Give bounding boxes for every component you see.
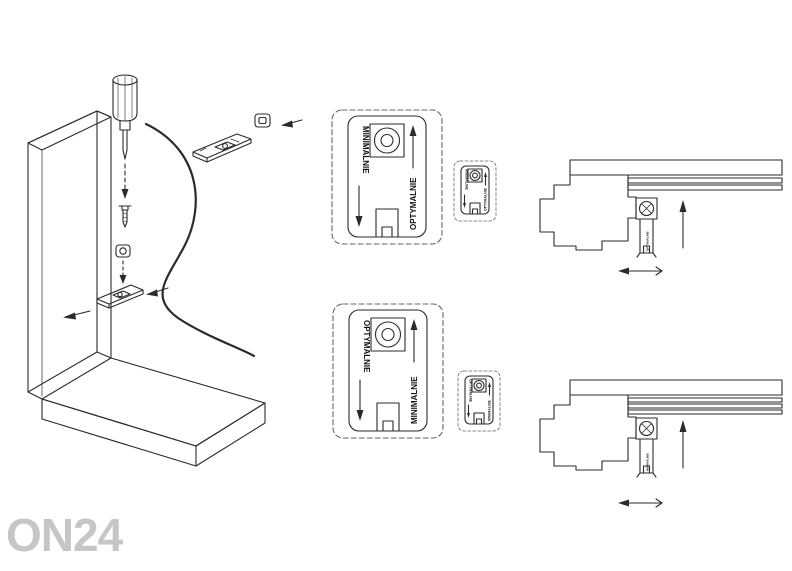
bracket-section-label: OPTYMALNIE	[646, 231, 650, 251]
frame-profile	[539, 394, 637, 471]
bracket-left-label: OPTYMALNIE	[469, 379, 473, 403]
direction-arrow-up	[679, 200, 687, 249]
bracket-detail-top: MINIMALNIE OPTYMALNIE	[331, 109, 443, 245]
insert-direction-dashed-arrow	[121, 163, 129, 199]
bracket-right-label: OPTYMALNIE	[484, 187, 488, 211]
connector-clip-installed	[96, 284, 144, 309]
bracket-section-label: MINIMALNIE	[646, 453, 650, 471]
arrow-up-right	[409, 125, 417, 169]
bracket-right-label: MINIMALNIE	[488, 400, 492, 421]
arrow-in-right	[146, 287, 169, 297]
arrow-to-nut	[281, 119, 303, 128]
bracket-left-label: MINIMALNIE	[465, 169, 469, 190]
installed-bracket: OPTYMALNIE	[635, 197, 658, 258]
nut-piece	[115, 244, 131, 258]
bracket-right-label: OPTYMALNIE	[409, 177, 418, 230]
frame-profile	[539, 174, 637, 251]
screw	[118, 205, 132, 228]
bracket-detail-bottom: OPTYMALNIE MINIMALNIE	[332, 303, 444, 439]
nut-dashed-arrow	[119, 260, 127, 284]
cabinet-side-panel	[27, 110, 112, 397]
screwdriver	[112, 74, 138, 160]
cabinet-bottom-panel	[27, 357, 266, 467]
bracket-detail-top-small: MINIMALNIE OPTYMALNIE	[453, 160, 497, 222]
connector-clip-floating	[192, 133, 252, 163]
direction-arrow-left	[618, 498, 663, 508]
bracket-right-label: MINIMALNIE	[410, 376, 419, 424]
bracket-left-label: OPTYMALNIE	[362, 320, 371, 373]
arrow-up-right	[410, 319, 418, 363]
direction-arrow-up	[679, 420, 687, 469]
bracket-left-label: MINIMALNIE	[361, 126, 370, 174]
arrow-out-left	[63, 310, 91, 320]
watermark-logo: ON24	[6, 509, 123, 561]
arrow-down-left	[355, 185, 363, 227]
arrow-down-left	[356, 379, 364, 421]
square-nut-piece	[254, 113, 271, 128]
installed-bracket: MINIMALNIE	[635, 417, 658, 478]
bracket-detail-bottom-small: OPTYMALNIE MINIMALNIE	[457, 370, 501, 432]
cross-section-bottom: MINIMALNIE	[539, 379, 783, 508]
direction-arrow-left	[618, 266, 663, 276]
cross-section-top: OPTYMALNIE	[539, 159, 783, 276]
isometric-assembly-view	[27, 74, 303, 467]
cable	[144, 122, 256, 358]
